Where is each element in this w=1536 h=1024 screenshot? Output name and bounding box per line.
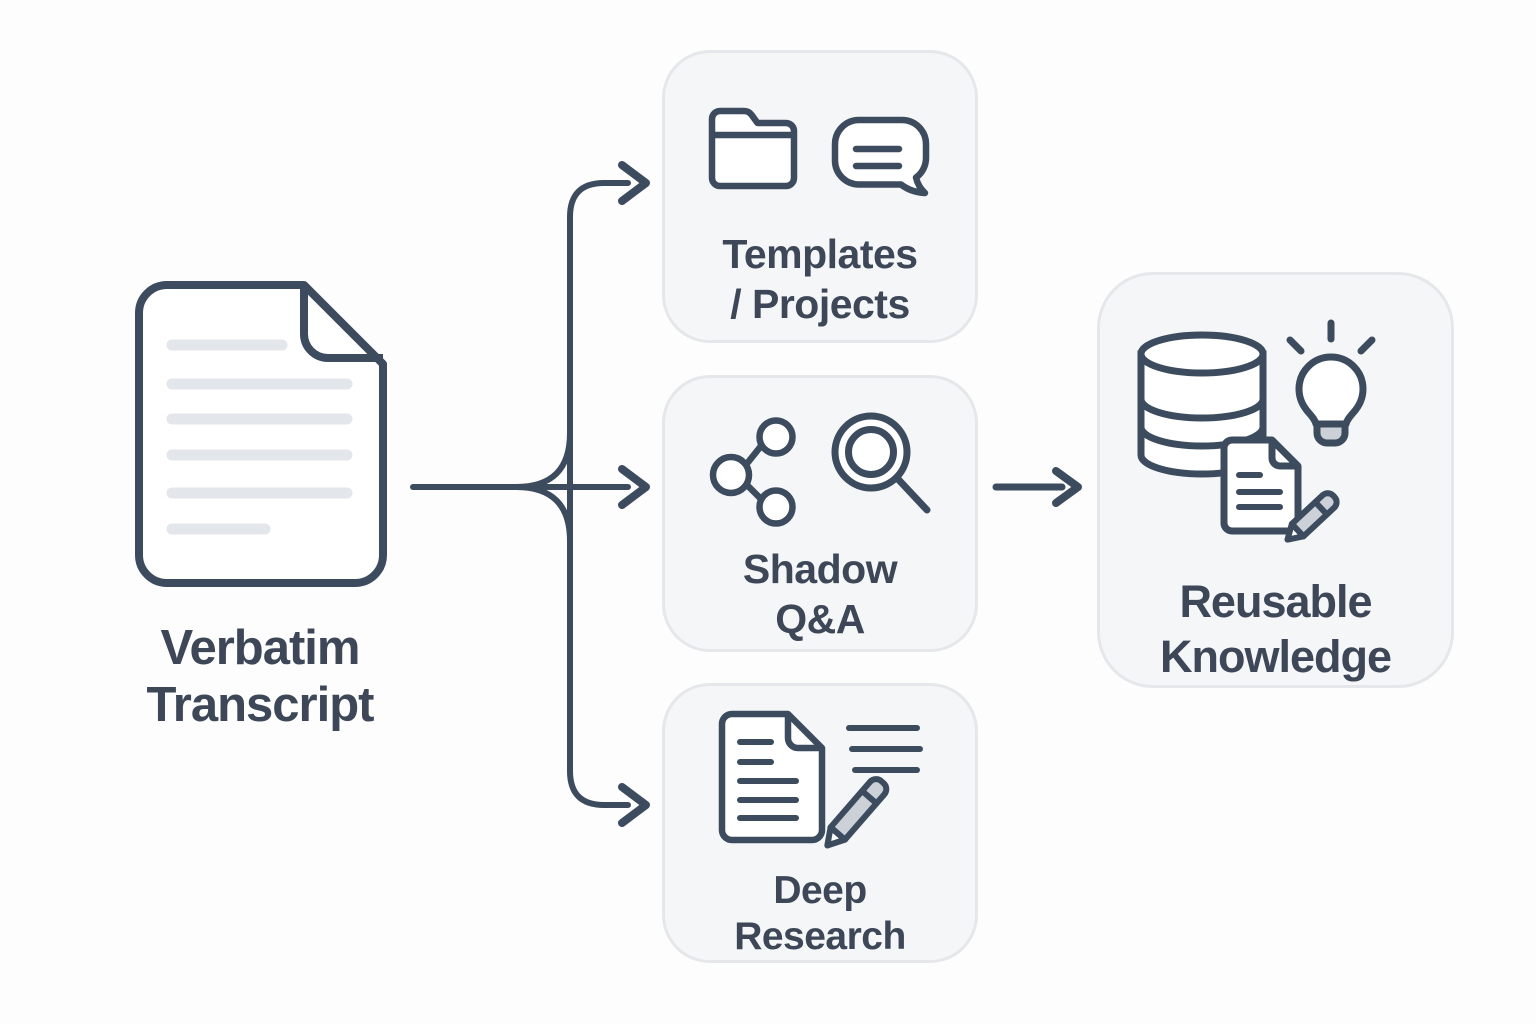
- arrowhead-middle: [618, 465, 650, 509]
- arrowhead-bottom: [618, 783, 650, 827]
- note-edit-icon: [1220, 436, 1301, 535]
- shadow-qa-icons: [704, 412, 936, 530]
- templates-projects-label: Templates / Projects: [722, 231, 918, 328]
- branch-box-deep-research: Deep Research: [662, 683, 978, 963]
- templates-icons: [706, 103, 934, 205]
- branch-fillet-down: [513, 484, 573, 544]
- pencil-icon: [1283, 490, 1340, 543]
- share-icon: [704, 414, 800, 530]
- deep-research-icons: [714, 706, 926, 858]
- result-box-reusable-knowledge: Reusable Knowledge: [1097, 272, 1454, 688]
- branch-box-templates-projects: Templates / Projects: [662, 50, 978, 343]
- document-icon: [128, 278, 390, 590]
- search-icon: [830, 410, 936, 518]
- branch-fillet-up: [513, 430, 573, 490]
- chat-bubble-icon: [828, 113, 934, 205]
- branch-box-shadow-qa: Shadow Q&A: [662, 375, 978, 652]
- folder-icon: [706, 103, 800, 192]
- shadow-qa-label: Shadow Q&A: [742, 546, 898, 643]
- pencil-icon: [824, 776, 890, 849]
- document-edit-icon: [714, 706, 926, 858]
- arrowhead-result: [1052, 467, 1082, 507]
- arrowhead-top: [618, 161, 650, 205]
- deep-research-label: Deep Research: [734, 869, 906, 959]
- lightbulb-icon: [1286, 319, 1375, 447]
- branch-rail: [567, 180, 631, 808]
- source-label: Verbatim Transcript: [146, 621, 375, 732]
- reusable-knowledge-label: Reusable Knowledge: [1159, 576, 1392, 682]
- reusable-knowledge-icons: [1136, 313, 1416, 561]
